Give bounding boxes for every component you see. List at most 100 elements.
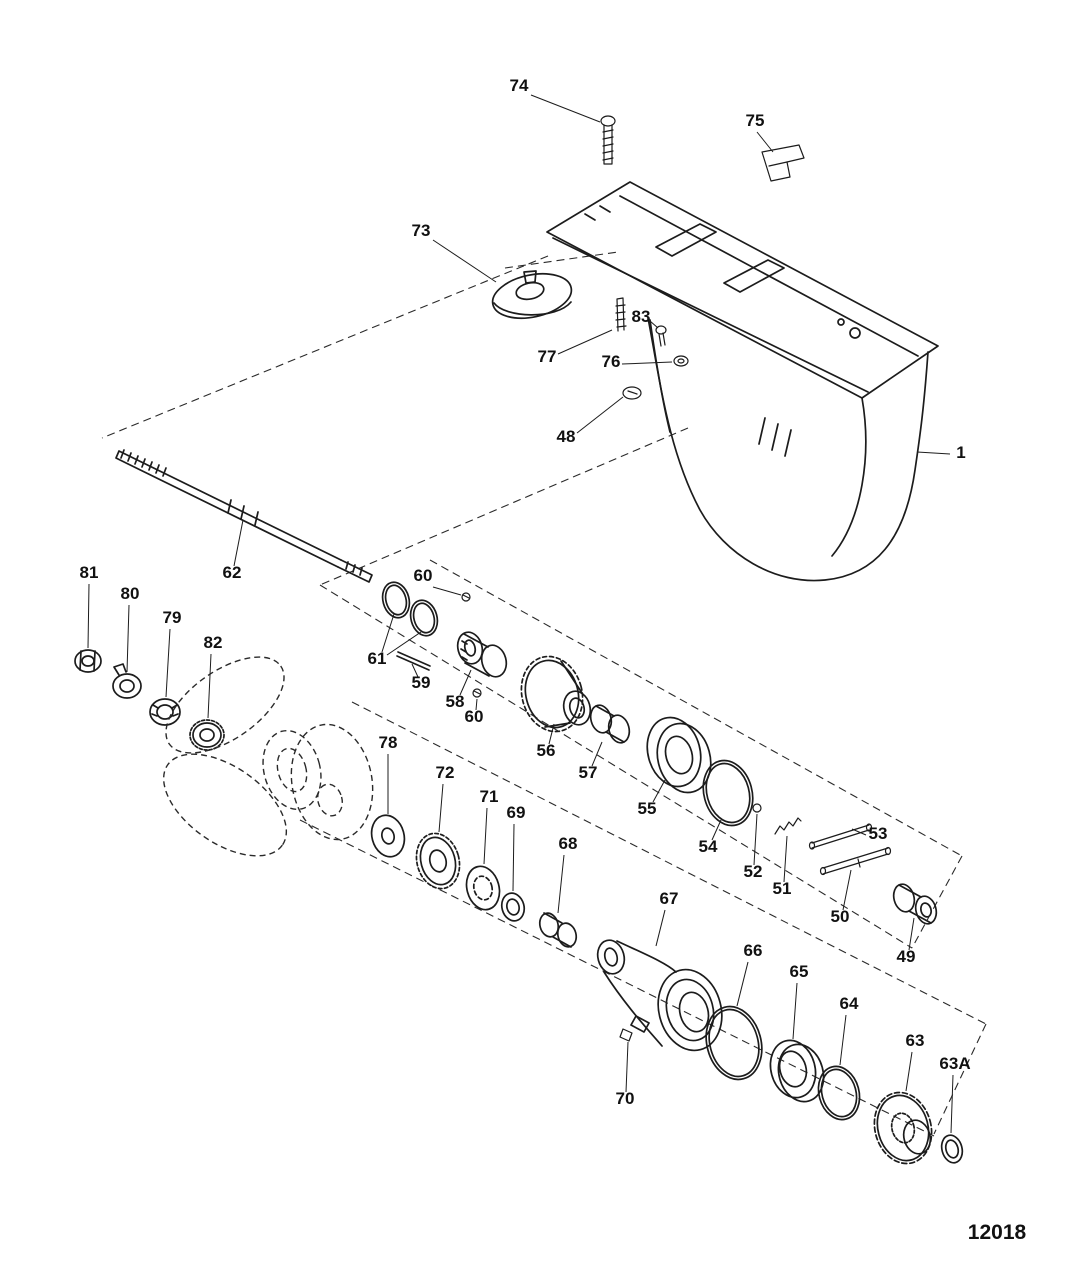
svg-text:71: 71	[480, 787, 499, 806]
part-tab-washer	[112, 663, 142, 699]
svg-text:60: 60	[465, 707, 484, 726]
callout-65: 65	[790, 962, 809, 1040]
callout-62: 62	[223, 519, 244, 582]
part-screw	[655, 325, 667, 347]
callout-50: 50	[831, 869, 852, 926]
part-ball-bearing	[769, 1039, 825, 1103]
svg-text:57: 57	[579, 763, 598, 782]
callout-73: 73	[412, 221, 497, 283]
callout-63: 63	[905, 1031, 925, 1092]
callout-57: 57	[579, 741, 603, 782]
callout-79: 79	[163, 608, 181, 698]
part-splined-washer	[149, 698, 181, 726]
svg-text:77: 77	[538, 347, 557, 366]
callout-56: 56	[537, 723, 555, 760]
svg-text:59: 59	[412, 673, 431, 692]
svg-text:49: 49	[897, 947, 916, 966]
svg-text:67: 67	[660, 889, 679, 908]
callout-70: 70	[616, 1041, 635, 1108]
svg-text:64: 64	[840, 994, 859, 1013]
part-bearing-carrier	[596, 939, 723, 1052]
part-needle-bearing	[589, 704, 631, 744]
callout-71: 71	[480, 787, 499, 865]
svg-text:48: 48	[557, 427, 576, 446]
callout-83: 83	[632, 307, 659, 329]
callout-60-lower: 60	[465, 698, 484, 726]
svg-text:51: 51	[773, 879, 792, 898]
callout-51: 51	[773, 835, 792, 898]
part-forward-gear	[520, 655, 592, 733]
svg-text:75: 75	[746, 111, 765, 130]
callout-74: 74	[510, 76, 601, 123]
svg-text:83: 83	[632, 307, 651, 326]
svg-text:80: 80	[121, 584, 140, 603]
part-clip	[761, 144, 805, 182]
part-shift-shaft	[819, 846, 892, 876]
callout-54: 54	[699, 819, 722, 856]
callout-67: 67	[655, 889, 679, 947]
part-o-ring-large	[702, 759, 754, 827]
part-gear-housing	[546, 181, 939, 582]
callout-77: 77	[538, 329, 613, 366]
callout-72: 72	[436, 763, 455, 833]
svg-text:63: 63	[906, 1031, 925, 1050]
svg-text:61: 61	[368, 649, 387, 668]
svg-text:70: 70	[616, 1089, 635, 1108]
part-reverse-gear	[873, 1091, 933, 1165]
svg-text:60: 60	[414, 566, 433, 585]
callout-1: 1	[916, 443, 966, 462]
part-detent-ball	[752, 803, 762, 813]
part-o-ring-pair	[381, 581, 439, 637]
callout-58: 58	[446, 669, 472, 711]
svg-text:63A: 63A	[939, 1054, 970, 1073]
callout-52: 52	[744, 813, 763, 881]
part-set-screw-lower	[472, 688, 482, 698]
svg-text:78: 78	[379, 733, 398, 752]
part-cross-pin	[396, 651, 431, 671]
part-carrier-key	[619, 1028, 633, 1042]
svg-text:73: 73	[412, 221, 431, 240]
assembly-axis-lines	[101, 251, 987, 1137]
part-guide-sleeve	[892, 883, 938, 925]
part-stud	[615, 297, 627, 332]
part-propeller-reference	[162, 656, 374, 857]
svg-text:50: 50	[831, 907, 850, 926]
svg-text:1: 1	[956, 443, 965, 462]
figure-number: 12018	[968, 1221, 1027, 1244]
part-prop-nut	[74, 649, 102, 673]
svg-text:65: 65	[790, 962, 809, 981]
part-thrust-washer	[370, 814, 406, 858]
svg-text:58: 58	[446, 692, 465, 711]
svg-text:66: 66	[744, 941, 763, 960]
svg-text:52: 52	[744, 862, 763, 881]
svg-text:68: 68	[559, 834, 578, 853]
part-nut-small	[673, 355, 689, 367]
part-bearing-small	[500, 892, 526, 922]
part-plug	[622, 386, 642, 400]
part-propeller-shaft	[115, 449, 373, 583]
svg-text:81: 81	[80, 563, 99, 582]
callout-55: 55	[638, 779, 666, 818]
part-bolt	[600, 115, 616, 165]
callout-66: 66	[736, 941, 763, 1007]
part-keyed-washer	[465, 865, 501, 911]
callout-60-upper: 60	[414, 566, 462, 596]
callout-61: 61	[368, 613, 422, 668]
part-shim-ring	[817, 1065, 861, 1121]
svg-text:82: 82	[204, 633, 223, 652]
part-cam-follower-rod	[808, 823, 873, 850]
svg-text:72: 72	[436, 763, 455, 782]
part-tab-lock-washer	[415, 832, 461, 890]
part-clutch-dog	[456, 631, 508, 678]
callout-64: 64	[839, 994, 859, 1066]
callout-49: 49	[897, 917, 916, 966]
part-spacer-sleeve	[538, 912, 578, 948]
part-water-pump-base	[491, 270, 573, 320]
callout-81: 81	[80, 563, 99, 649]
callout-78: 78	[379, 733, 398, 814]
callout-75: 75	[746, 111, 774, 153]
part-set-screw-upper	[461, 592, 471, 602]
svg-text:54: 54	[699, 837, 718, 856]
svg-text:76: 76	[602, 352, 621, 371]
